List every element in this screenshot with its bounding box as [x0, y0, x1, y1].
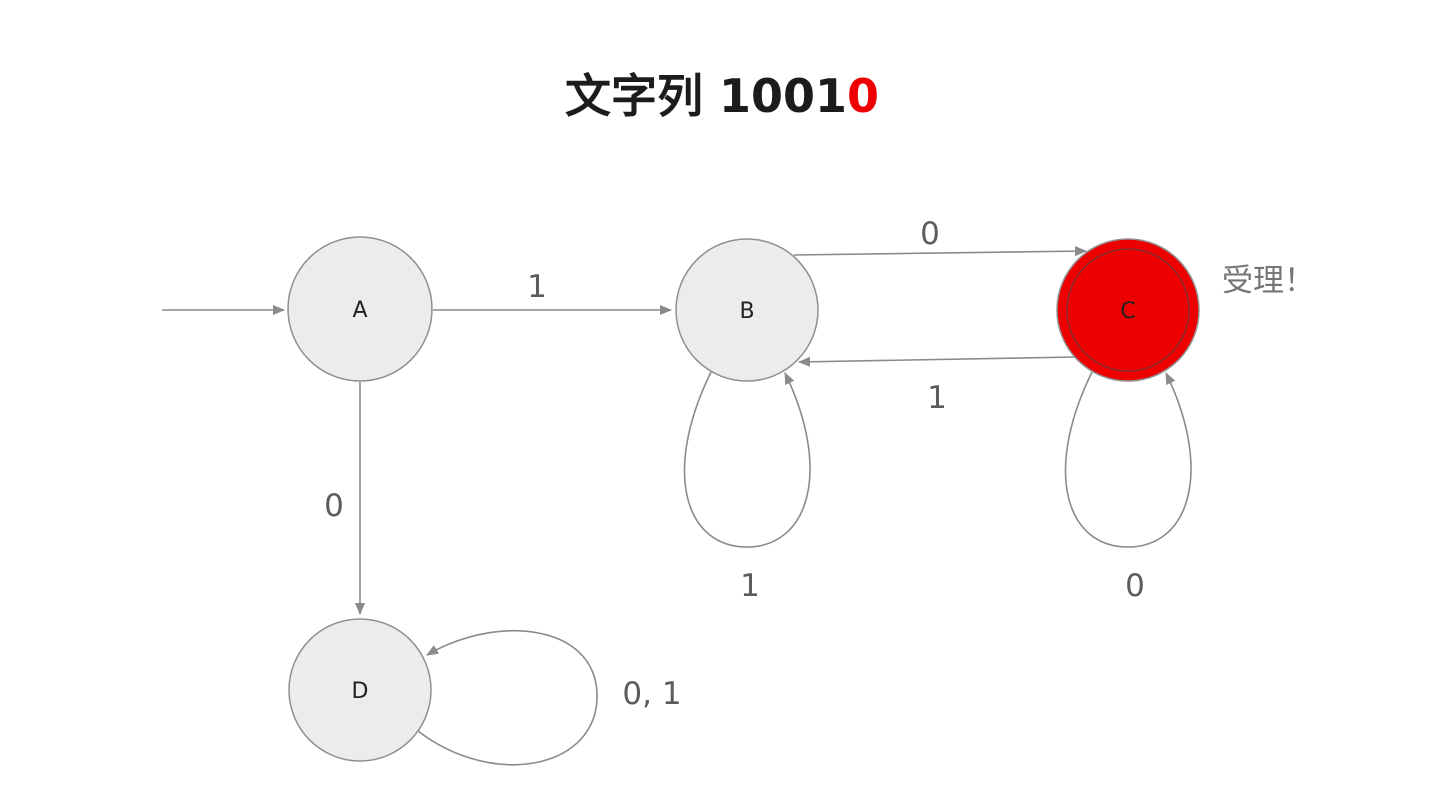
edge-label-c-self: 0: [1125, 568, 1145, 604]
state-b-circle: [675, 238, 819, 382]
edge-b-self-loop: [683, 371, 811, 548]
page-title-highlight: 0: [847, 69, 879, 123]
edge-c-self-loop: [1064, 371, 1192, 548]
state-a-label: A: [352, 298, 367, 323]
accept-annotation: 受理！: [1222, 263, 1315, 299]
page-title-prefix: 文字列 1001: [565, 69, 847, 123]
edge-label-c-to-b: 1: [927, 380, 947, 416]
edge-c-to-b: [798, 356, 1077, 367]
state-d-circle: [288, 618, 432, 762]
state-c-label: C: [1120, 299, 1135, 324]
edge-label-a-to-b: 1: [527, 269, 547, 305]
edge-label-b-to-c: 0: [920, 216, 940, 252]
state-c-accept-ring: [1066, 248, 1190, 372]
edge-d-self-loop: [417, 630, 598, 766]
state-c-circle: [1056, 238, 1200, 382]
state-d-label: D: [352, 679, 369, 704]
edge-label-a-to-d: 0: [324, 488, 344, 524]
edge-label-b-self: 1: [740, 568, 760, 604]
edge-b-to-c: [793, 246, 1087, 257]
state-b-label: B: [739, 299, 754, 324]
state-a-circle: [287, 236, 433, 382]
edge-label-d-self: 0, 1: [622, 676, 681, 712]
page-title: 文字列 10010: [565, 69, 879, 123]
